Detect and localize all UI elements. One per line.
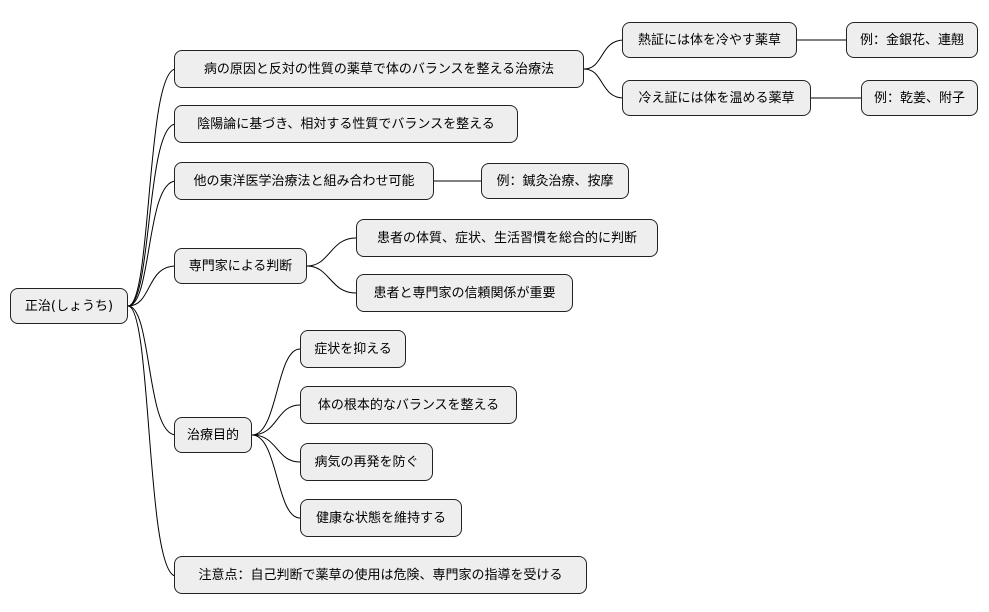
combination-example-node: 例：鍼灸治療、按摩 <box>481 163 629 199</box>
branch-principle-node: 病の原因と反対の性質の薬草で体のバランスを整える治療法 <box>174 50 584 88</box>
cold-syndrome-node: 冷え証には体を温める薬草 <box>622 80 811 116</box>
edge-root-b6 <box>127 305 177 577</box>
edge-root-b1 <box>127 68 177 307</box>
edge-b5-c8 <box>251 434 301 463</box>
edge-b1-c2 <box>583 68 625 99</box>
edge-b5-c6 <box>251 348 301 436</box>
edge-b5-c9 <box>251 434 301 519</box>
edge-b4-c4 <box>306 237 357 267</box>
edge-b4-c5 <box>306 265 357 294</box>
edge-b1-c1 <box>583 39 625 70</box>
edge-root-b4 <box>127 265 177 307</box>
edge-root-b5 <box>127 305 177 436</box>
edge-root-b3 <box>127 180 177 307</box>
expert-trust-node: 患者と専門家の信頼関係が重要 <box>356 274 573 312</box>
branch-caution-node: 注意点：自己判断で薬草の使用は危険、専門家の指導を受ける <box>174 556 587 594</box>
purpose-balance-node: 体の根本的なバランスを整える <box>300 386 517 424</box>
branch-combination-node: 他の東洋医学治療法と組み合わせ可能 <box>174 162 434 200</box>
purpose-suppress-node: 症状を抑える <box>300 330 406 368</box>
root-node: 正治(しょうち) <box>10 288 128 324</box>
branch-yinyang-node: 陰陽論に基づき、相対する性質でバランスを整える <box>174 105 518 143</box>
cold-example-node: 例：乾姜、附子 <box>861 80 978 116</box>
edge-b5-c7 <box>251 404 301 436</box>
branch-purpose-node: 治療目的 <box>174 417 252 453</box>
heat-example-node: 例：金銀花、連翹 <box>846 22 978 58</box>
edge-root-b2 <box>127 123 177 307</box>
purpose-prevent-node: 病気の再発を防ぐ <box>300 443 433 481</box>
heat-syndrome-node: 熱証には体を冷やす薬草 <box>622 22 797 58</box>
expert-assessment-node: 患者の体質、症状、生活習慣を総合的に判断 <box>356 219 658 257</box>
branch-expert-node: 専門家による判断 <box>174 248 307 284</box>
purpose-maintain-node: 健康な状態を維持する <box>300 499 462 537</box>
